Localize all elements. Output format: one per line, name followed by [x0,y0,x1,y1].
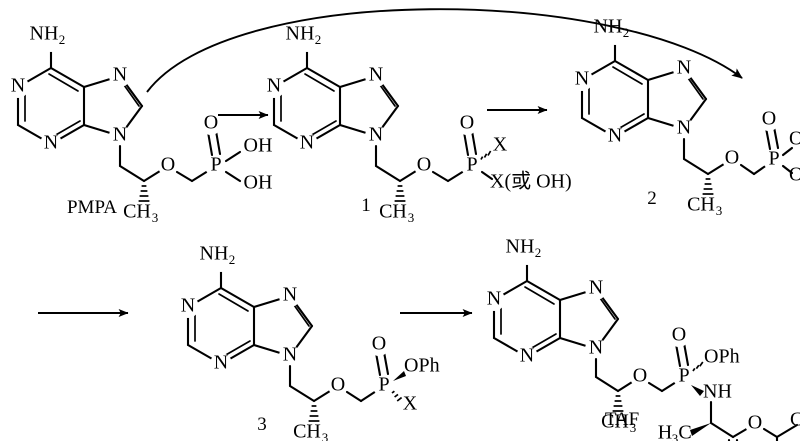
atom-n9: N [369,124,383,146]
atom-ch3-subscript: 3 [152,210,159,225]
atom-ether-o: O [161,154,175,176]
stereo-hash-ch3 [138,185,150,202]
atom-ether-o: O [725,147,739,169]
atom-p: P [768,148,779,170]
atom-p-oxo: O [762,108,776,130]
atom-p-oxo: O [204,112,218,134]
stereo-hash-ch3 [612,395,624,412]
atom-n3: N [300,132,314,154]
atom-ch3: CH [379,201,407,223]
atom-ether-o: O [417,154,431,176]
atom-oh: OH [789,164,800,186]
atom-x-or-oh: X(或 OH) [490,170,572,193]
atom-p: P [678,365,689,387]
atom-n7: N [113,64,127,86]
taf-side-chain: O P O OPh NH CH 3 H [594,324,800,441]
stereo-wedge-oph [393,371,406,381]
atom-h3c-carbon: C [678,422,691,441]
structure-taf: N N N N NH 2 O P O [483,236,800,441]
stereo-wedge-nh [691,385,704,396]
atom-ch3: CH [123,201,151,223]
atom-p: P [466,154,477,176]
atom-n7: N [369,64,383,86]
atom-h3c-subscript: 3 [672,431,679,441]
structure-compound-1: N N N N NH 2 O P O [263,23,572,225]
atom-nh2: NH [200,243,229,265]
atom-oh-lower: OH [244,172,273,194]
label-compound-1: 1 [361,195,371,216]
atom-n3: N [520,345,534,367]
atom-nh2-subscript: 2 [59,32,66,47]
atom-n7: N [589,277,603,299]
compound-1-side-chain: O P O X X(或 OH) CH 3 [374,112,572,225]
structure-compound-2: N N N N NH 2 O P O [571,16,800,218]
atom-ch3-subscript: 3 [322,430,329,441]
atom-p-oxo: O [372,333,386,355]
atom-oh-upper: OH [244,135,273,157]
atom-nh2: NH [286,23,315,45]
atom-ether-o: O [633,365,647,387]
label-pmpa: PMPA [67,197,117,218]
atom-nh2-subscript: 2 [623,25,630,40]
atom-h3c: H [658,422,672,441]
atom-ch3: CH [601,411,629,433]
stereo-hash-ch3 [394,185,406,202]
atom-nh2-subscript: 2 [535,245,542,260]
compound-3-side-chain: O P O OPh X CH 3 [288,333,440,441]
arrow-pmpa-to-2-curved [146,8,743,93]
stereo-hash-oph [692,361,704,372]
atom-ch3: CH [293,421,321,441]
atom-x: X [403,393,418,415]
atom-ch3-subscript: 3 [630,420,637,435]
atom-ch3-subscript: 3 [716,203,723,218]
atom-n1: N [487,288,501,310]
stereo-hash-ch3 [702,178,714,195]
structure-pmpa: N N N N NH 2 O P [7,23,272,225]
atom-nh2: NH [506,236,535,258]
stereo-hash-ch3 [308,405,320,422]
label-taf: TAF [605,409,639,430]
atom-p-oxo: O [460,112,474,134]
atom-ch3-subscript: 3 [408,210,415,225]
atom-n1: N [267,75,281,97]
atom-n7: N [283,284,297,306]
atom-n1: N [11,75,25,97]
atom-ether-o: O [331,374,345,396]
atom-n1: N [181,295,195,317]
atom-nh2-subscript: 2 [229,252,236,267]
atom-oph: OPh [704,346,740,368]
pmpa-side-chain: O P O OH OH CH 3 [118,112,273,225]
atom-p: P [378,374,389,396]
stereo-hash-x [480,150,492,160]
stereo-wedge-alanine-methyl [690,423,711,436]
compound-2-side-chain: O P O OPh OH CH 3 [682,108,800,218]
atom-isopropyl-ch3-upper: CH [790,409,800,431]
atom-ester-o: O [748,412,762,434]
atom-n9: N [283,344,297,366]
atom-n1: N [575,68,589,90]
atom-n9: N [677,117,691,139]
atom-nh2: NH [30,23,59,45]
label-compound-2: 2 [647,188,657,209]
atom-x-upper: X [493,134,508,156]
atom-n3: N [608,125,622,147]
structure-compound-3: N N N N NH 2 O P O [177,243,440,441]
atom-nh: NH [703,381,732,403]
atom-ch3: CH [687,194,715,216]
atom-n9: N [113,124,127,146]
atom-nh2-subscript: 2 [315,32,322,47]
atom-oph: OPh [789,128,800,150]
atom-p-oxo: O [672,324,686,346]
atom-p: P [210,154,221,176]
atom-oph: OPh [404,355,440,377]
atom-n3: N [44,132,58,154]
atom-n7: N [677,57,691,79]
stereo-hash-x [391,390,403,402]
atom-n3: N [214,352,228,374]
atom-n9: N [589,337,603,359]
label-compound-3: 3 [257,414,267,435]
